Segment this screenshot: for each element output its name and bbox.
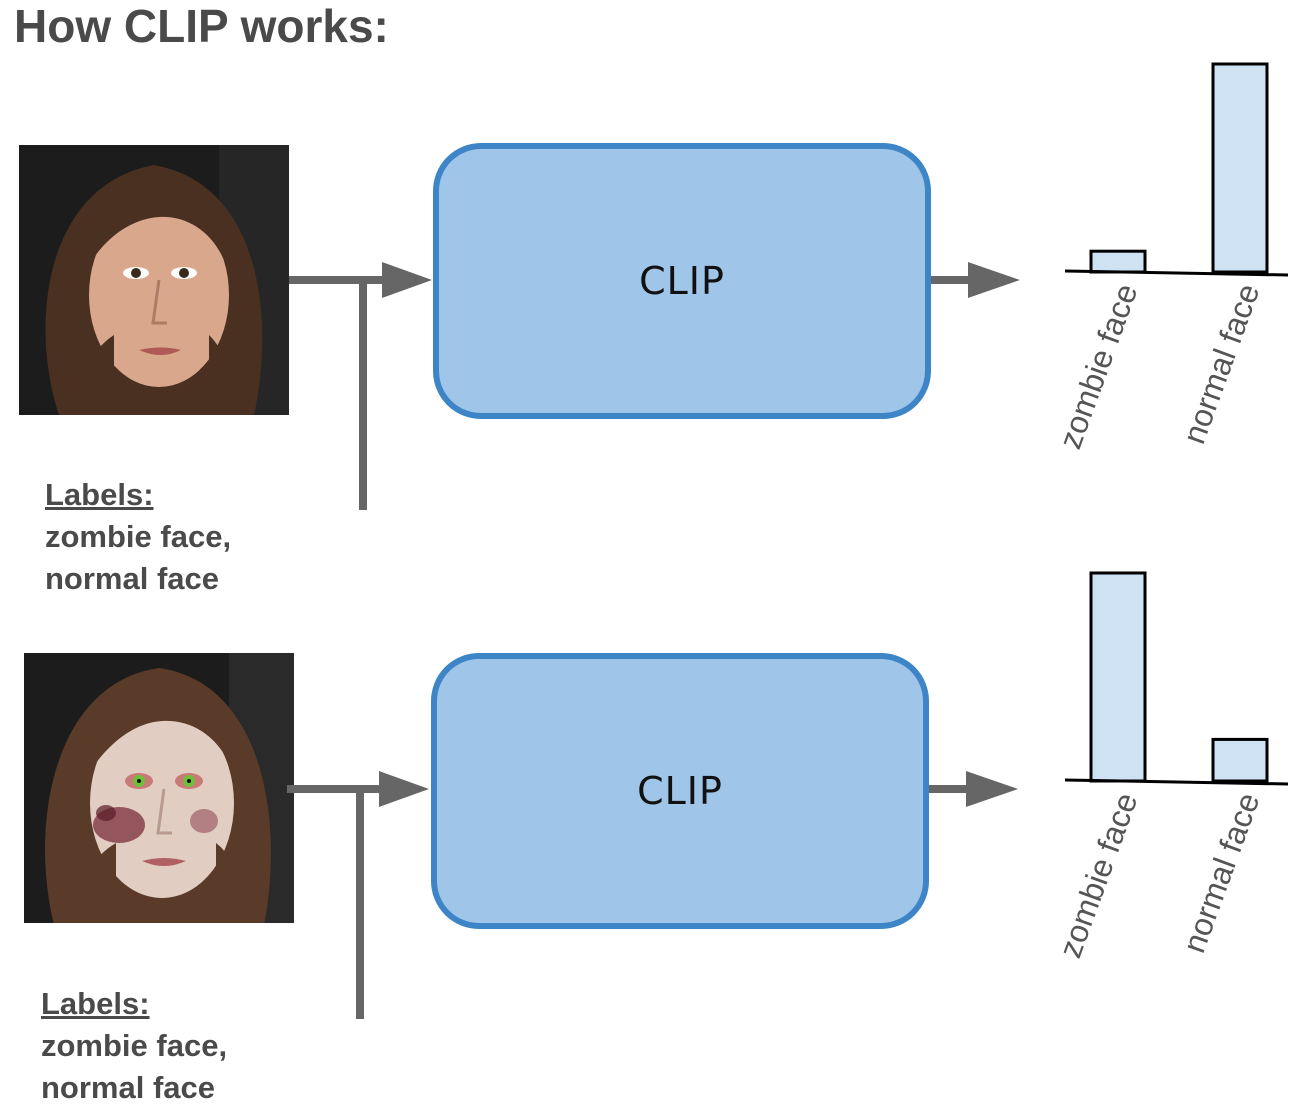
page-title: How CLIP works:: [14, 0, 389, 52]
labels-title: Labels:: [41, 986, 150, 1021]
clip-model-box: CLIP: [431, 653, 929, 929]
probability-chart: zombie face normal face: [1052, 571, 1289, 962]
labels-line: zombie face,: [41, 1028, 228, 1063]
bar-normal-face: [1211, 737, 1269, 783]
bar-zombie-face: [1089, 249, 1147, 274]
labels-title: Labels:: [45, 477, 154, 512]
labels-block: Labels: zombie face, normal face: [41, 983, 227, 1109]
clip-label: CLIP: [637, 769, 723, 813]
x-tick-label: zombie face: [1052, 279, 1145, 453]
x-tick-label: normal face: [1176, 279, 1267, 448]
clip-model-box: CLIP: [433, 143, 931, 419]
face-photo-zombie: [24, 653, 294, 923]
x-tick-label: normal face: [1176, 788, 1267, 957]
labels-block: Labels: zombie face, normal face: [45, 474, 231, 600]
bar-zombie-face: [1089, 571, 1147, 783]
probability-chart: zombie face normal face: [1052, 62, 1289, 453]
labels-line: zombie face,: [45, 519, 232, 554]
labels-connector-line: [356, 789, 364, 1019]
input-arrow-icon: [382, 262, 432, 298]
x-axis-baseline: [1064, 778, 1289, 786]
clip-label: CLIP: [639, 259, 725, 303]
input-arrow-icon: [379, 771, 429, 807]
output-arrow-icon: [966, 771, 1018, 807]
flow-arrows: [287, 771, 1018, 1019]
labels-line: normal face: [41, 1070, 216, 1105]
bar-normal-face: [1211, 62, 1269, 274]
flow-arrows: [289, 262, 1020, 510]
labels-line: normal face: [45, 561, 220, 596]
pipeline-row-1: Labels: zombie face, normal face CLIP zo…: [0, 0, 1301, 596]
labels-connector-line: [359, 280, 367, 510]
face-photo-normal: [19, 145, 289, 415]
pipeline-row-2: Labels: zombie face, normal face CLIP zo…: [0, 509, 1301, 1105]
x-tick-label: zombie face: [1052, 788, 1145, 962]
x-axis-baseline: [1064, 269, 1289, 277]
output-arrow-icon: [968, 262, 1020, 298]
